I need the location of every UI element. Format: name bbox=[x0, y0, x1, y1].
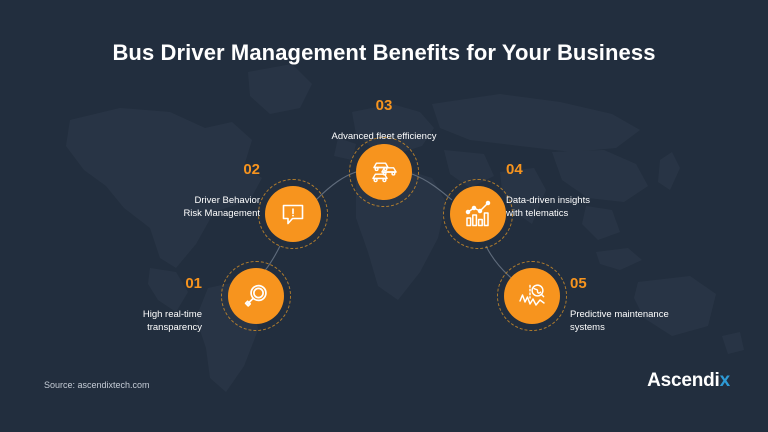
label-text-03: Advanced fleet efficiency bbox=[331, 131, 437, 142]
label-number-01: 01 bbox=[185, 275, 202, 292]
page-title: Bus Driver Management Benefits for Your … bbox=[112, 40, 656, 65]
icon-disc-03[interactable] bbox=[356, 144, 412, 200]
predictive-analytics-icon bbox=[519, 284, 545, 306]
dashed-ring-03 bbox=[349, 137, 419, 207]
dashed-ring-05 bbox=[497, 261, 567, 331]
label-number-03: 03 bbox=[375, 97, 393, 114]
label-text-04: Data-driven insights with telematics bbox=[506, 195, 590, 219]
dashed-ring-02 bbox=[258, 179, 328, 249]
label-number-05: 05 bbox=[570, 275, 587, 292]
ascendix-logo[interactable]: Ascendix bbox=[647, 370, 730, 392]
node-01[interactable] bbox=[221, 261, 291, 331]
label-text-05: Predictive maintenance systems bbox=[570, 309, 669, 333]
icon-disc-04[interactable] bbox=[450, 186, 506, 242]
label-number-02: 02 bbox=[243, 161, 260, 178]
label-01: 01 High real-time transparency bbox=[98, 262, 202, 334]
node-03[interactable] bbox=[349, 137, 419, 207]
node-04[interactable] bbox=[443, 179, 513, 249]
magnifier-icon bbox=[244, 284, 267, 307]
logo-text: Ascendi bbox=[647, 370, 720, 391]
bar-chart-trend-icon bbox=[465, 200, 491, 227]
dashed-ring-04 bbox=[443, 179, 513, 249]
label-02: 02 Driver Behavior Risk Management bbox=[150, 148, 260, 220]
icon-disc-02[interactable] bbox=[265, 186, 321, 242]
icon-disc-05[interactable] bbox=[504, 268, 560, 324]
label-number-04: 04 bbox=[506, 161, 523, 178]
vehicle-fleet-icon bbox=[372, 162, 397, 183]
node-05[interactable] bbox=[497, 261, 567, 331]
label-text-02: Driver Behavior Risk Management bbox=[183, 195, 260, 219]
node-02[interactable] bbox=[258, 179, 328, 249]
label-05: 05 Predictive maintenance systems bbox=[570, 262, 720, 334]
dashed-ring-01 bbox=[221, 261, 291, 331]
label-03: 03 Advanced fleet efficiency bbox=[294, 84, 474, 143]
label-04: 04 Data-driven insights with telematics bbox=[506, 148, 636, 220]
icon-disc-01[interactable] bbox=[228, 268, 284, 324]
label-text-01: High real-time transparency bbox=[142, 309, 202, 333]
source-text: Source: ascendixtech.com bbox=[44, 380, 150, 390]
logo-accent-letter: x bbox=[719, 370, 731, 391]
alert-speech-bubble-icon bbox=[282, 204, 304, 225]
